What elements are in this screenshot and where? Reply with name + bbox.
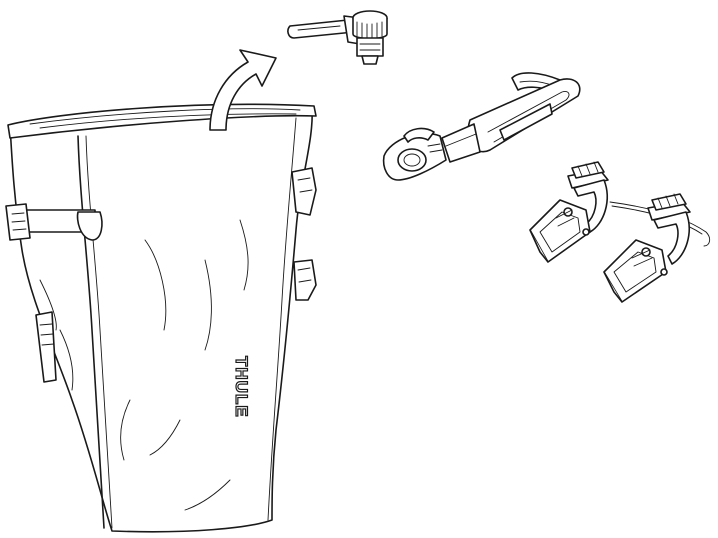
pannier-bag: THULE [6, 104, 316, 531]
shoulder-strap [384, 73, 580, 180]
hook-right [604, 194, 690, 302]
mounting-hooks [530, 162, 710, 302]
lower-buckle [36, 312, 56, 382]
brand-logo: THULE [232, 356, 251, 418]
hook-left [530, 162, 608, 262]
detachable-handle [288, 11, 387, 64]
